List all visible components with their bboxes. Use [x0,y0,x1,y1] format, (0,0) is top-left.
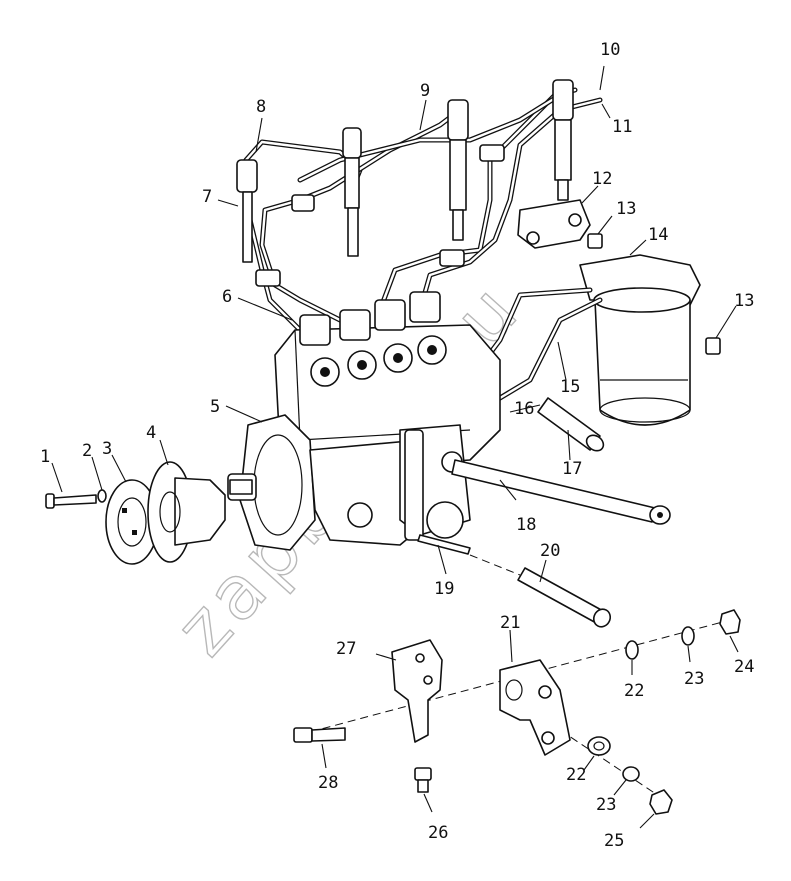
callout-24: 24 [734,657,754,677]
bolt-26 [414,767,432,793]
injectors [236,79,574,263]
bracket-21 [499,659,571,756]
assembly-axis-lower [309,619,731,733]
pump-body [239,291,501,551]
callout-11: 11 [612,117,632,137]
leader-lines [51,65,739,829]
washer-22-top [625,640,639,660]
callout-3: 3 [102,439,112,459]
callout-26: 26 [428,823,448,843]
callout-14: 14 [648,225,668,245]
callout-17: 17 [562,459,582,479]
coupling-flange-4 [147,461,226,563]
callout-19: 19 [434,579,454,599]
callout-13-top: 13 [616,199,636,219]
callout-9: 9 [420,81,430,101]
callout-16: 16 [514,399,534,419]
callout-8: 8 [256,97,266,117]
callout-4: 4 [146,423,156,443]
injector-4 [552,79,574,201]
bolt-1 [45,493,97,509]
callout-20: 20 [540,541,560,561]
callout-10: 10 [600,40,620,60]
bracket-12 [517,199,591,249]
callout-6: 6 [222,287,232,307]
injector-2 [342,127,362,257]
bolt-28 [293,727,346,743]
drive-shaft [227,473,257,501]
callout-2: 2 [82,441,92,461]
coupling-disc-3 [105,479,159,565]
callout-18: 18 [516,515,536,535]
fuel-filter-assembly [579,254,701,426]
callout-15: 15 [560,377,580,397]
bolt-13-top [587,233,603,249]
callout-28: 28 [318,773,338,793]
callout-23-top: 23 [684,669,704,689]
bracket-27 [391,639,443,743]
bolt-25 [649,789,673,815]
nut-24 [719,609,741,635]
washer-23-bottom [622,766,640,782]
callout-22-top: 22 [624,681,644,701]
callout-12: 12 [592,169,612,189]
pipe-19 [417,534,471,555]
hose-17 [537,397,605,452]
washer-22-bottom [587,736,611,756]
callout-1: 1 [40,447,50,467]
callout-25: 25 [604,831,624,851]
assembly-axis-19-20 [469,554,521,576]
washer-23-top [681,626,695,646]
washer-2 [97,489,107,503]
injector-3 [447,99,469,241]
callout-27: 27 [336,639,356,659]
rod-18 [451,459,671,525]
bolt-13-right [705,337,721,355]
callout-7: 7 [202,187,212,207]
injector-1 [236,159,258,263]
pipe-clamps [255,144,505,287]
callout-21: 21 [500,613,520,633]
callout-23-bottom: 23 [596,795,616,815]
callout-labels: 1 2 3 4 5 6 7 8 9 10 11 12 13 13 14 15 1… [40,40,754,851]
callout-22-bottom: 22 [566,765,586,785]
callout-5: 5 [210,397,220,417]
callout-13-right: 13 [734,291,754,311]
assembly-axis-right [559,729,666,801]
sleeve-20 [517,567,612,628]
